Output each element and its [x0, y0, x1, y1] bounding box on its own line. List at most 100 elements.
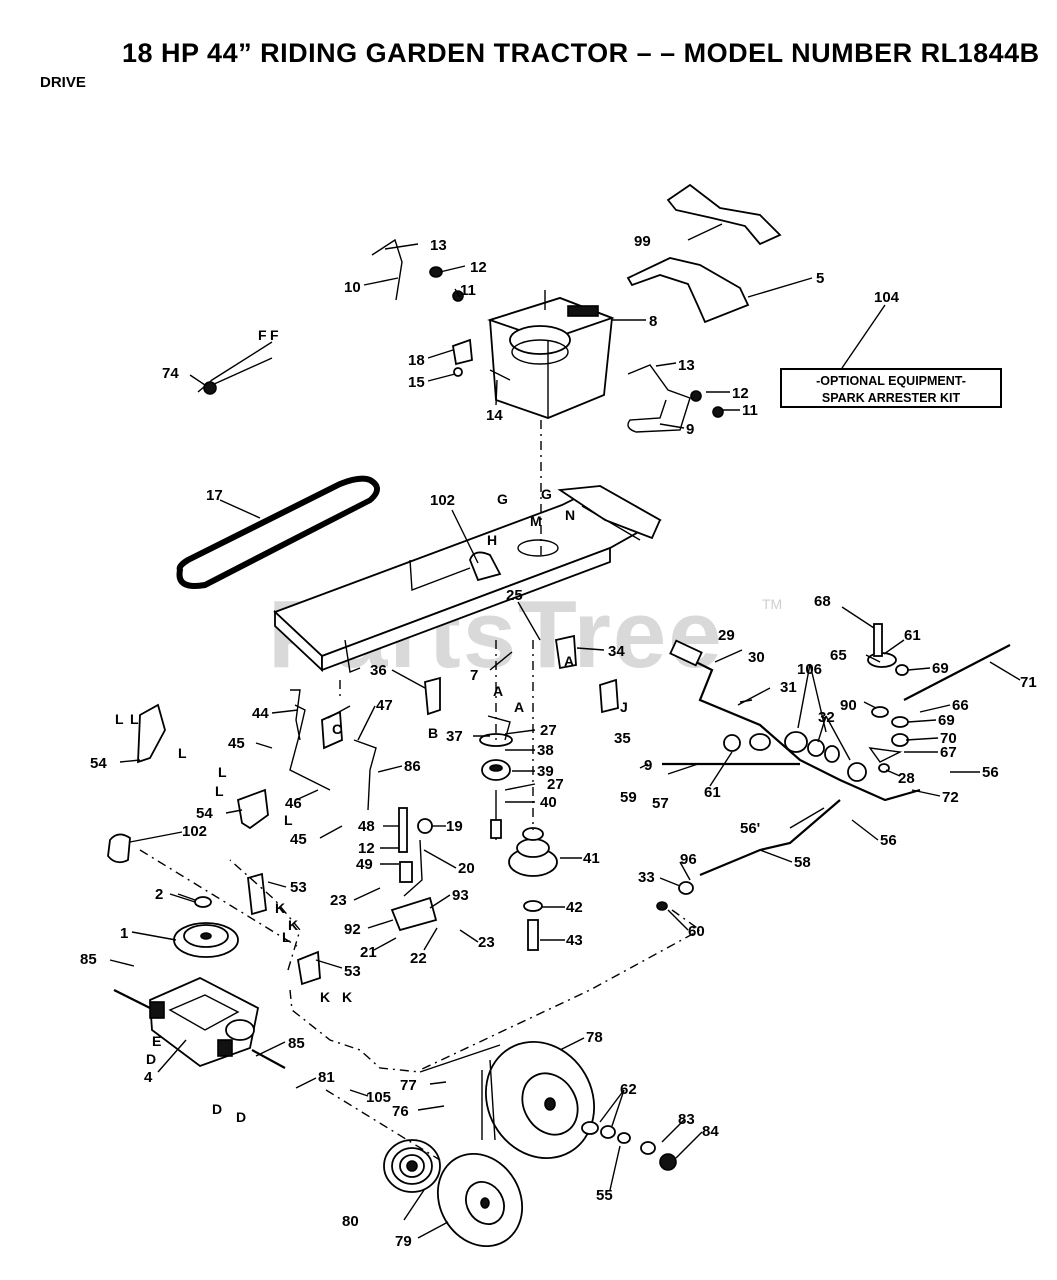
- callout-57: 57: [652, 795, 669, 812]
- letter-j: J: [620, 699, 628, 715]
- callout-2: 2: [155, 886, 163, 903]
- letter-k-3: K: [320, 989, 330, 1005]
- callout-68: 68: [814, 593, 831, 610]
- callout-78: 78: [586, 1029, 603, 1046]
- callout-55: 55: [596, 1187, 613, 1204]
- callout-29: 29: [718, 627, 735, 644]
- shift-linkage: [656, 623, 1011, 911]
- callout-85b: 85: [288, 1035, 305, 1052]
- letter-c: C: [332, 721, 342, 737]
- callout-11b: 11: [742, 402, 758, 419]
- callout-17: 17: [206, 487, 223, 504]
- callout-18: 18: [408, 352, 425, 369]
- callout-5: 5: [816, 270, 824, 287]
- leader-lines: [109, 223, 1021, 1239]
- letter-l-2: L: [130, 711, 139, 727]
- letter-a-2: A: [514, 699, 524, 715]
- letter-l-5: L: [215, 783, 224, 799]
- callout-93: 93: [452, 887, 469, 904]
- letter-m: M: [530, 513, 542, 529]
- callout-54: 54: [90, 755, 107, 772]
- callout-85: 85: [80, 951, 97, 968]
- callout-56-prime: 56': [740, 820, 760, 837]
- callout-70: 70: [940, 730, 957, 747]
- letter-k-2: K: [288, 917, 298, 933]
- callout-58: 58: [794, 854, 811, 871]
- callout-12: 12: [470, 259, 487, 276]
- letter-l-3: L: [178, 745, 187, 761]
- callout-62: 62: [620, 1081, 637, 1098]
- callout-7: 7: [470, 667, 478, 684]
- callout-21: 21: [360, 944, 377, 961]
- callout-102: 102: [430, 492, 455, 509]
- callout-74: 74: [162, 365, 179, 382]
- letter-d: D: [146, 1051, 156, 1067]
- callout-45: 45: [228, 735, 245, 752]
- callout-47: 47: [376, 697, 393, 714]
- letter-b: B: [428, 725, 438, 741]
- callout-106: 106: [797, 661, 822, 678]
- callout-10: 10: [344, 279, 361, 296]
- callout-41: 41: [583, 850, 600, 867]
- spring-coil-80: [383, 1139, 441, 1193]
- callout-13: 13: [430, 237, 447, 254]
- callout-9b: 9: [644, 757, 652, 774]
- callout-35: 35: [614, 730, 631, 747]
- callout-53: 53: [290, 879, 307, 896]
- callout-60: 60: [688, 923, 705, 940]
- callout-34: 34: [608, 643, 625, 660]
- callout-27b: 27: [547, 776, 564, 793]
- letter-k: K: [275, 900, 285, 916]
- callout-90: 90: [840, 697, 857, 714]
- letter-a-3: A: [564, 653, 574, 669]
- callout-81: 81: [318, 1069, 335, 1086]
- page-title: 18 HP 44” RIDING GARDEN TRACTOR – – MODE…: [122, 38, 1040, 68]
- letter-d-2: D: [212, 1101, 222, 1117]
- axle-washers: [581, 1121, 677, 1171]
- muffler-shields: [626, 183, 782, 324]
- callout-84: 84: [702, 1123, 719, 1140]
- callout-69b: 69: [938, 712, 955, 729]
- chassis-frame: [273, 484, 662, 673]
- section-label: DRIVE: [40, 74, 86, 91]
- callout-4: 4: [144, 1069, 153, 1086]
- drive-belt: [176, 475, 380, 589]
- callout-19: 19: [446, 818, 463, 835]
- callout-79: 79: [395, 1233, 412, 1250]
- callout-11: 11: [460, 282, 476, 299]
- callout-72: 72: [942, 789, 959, 806]
- callout-56: 56: [982, 764, 999, 781]
- callout-71: 71: [1020, 674, 1037, 691]
- callout-20: 20: [458, 860, 475, 877]
- callout-48: 48: [358, 818, 375, 835]
- optional-equipment-note: -OPTIONAL EQUIPMENT- SPARK ARRESTER KIT: [780, 368, 1002, 408]
- callout-61: 61: [704, 784, 721, 801]
- callout-38: 38: [537, 742, 554, 759]
- letter-f: F: [258, 327, 267, 343]
- callout-54b: 54: [196, 805, 213, 822]
- callout-22: 22: [410, 950, 427, 967]
- callout-15: 15: [408, 374, 425, 391]
- callout-104: 104: [874, 289, 900, 306]
- transaxle: [113, 896, 286, 1069]
- callout-40: 40: [540, 794, 557, 811]
- callout-65: 65: [830, 647, 847, 664]
- callout-66: 66: [952, 697, 969, 714]
- callout-61-top: 61: [904, 627, 921, 644]
- callout-1: 1: [120, 925, 128, 942]
- routing-lines: [139, 420, 702, 1161]
- callout-33: 33: [638, 869, 655, 886]
- letter-l-7: L: [282, 929, 291, 945]
- callout-43: 43: [566, 932, 583, 949]
- callout-77: 77: [400, 1077, 417, 1094]
- callout-92: 92: [344, 921, 361, 938]
- note-line-2: SPARK ARRESTER KIT: [821, 391, 961, 405]
- callout-83: 83: [678, 1111, 695, 1128]
- callout-45b: 45: [290, 831, 307, 848]
- callout-12c: 12: [358, 840, 375, 857]
- callout-99: 99: [634, 233, 651, 250]
- connection-letters: F F G G H M N A A A B C J L L L L L L L …: [115, 327, 628, 1125]
- callout-49: 49: [356, 856, 373, 873]
- callout-32: 32: [818, 709, 835, 726]
- callout-13b: 13: [678, 357, 695, 374]
